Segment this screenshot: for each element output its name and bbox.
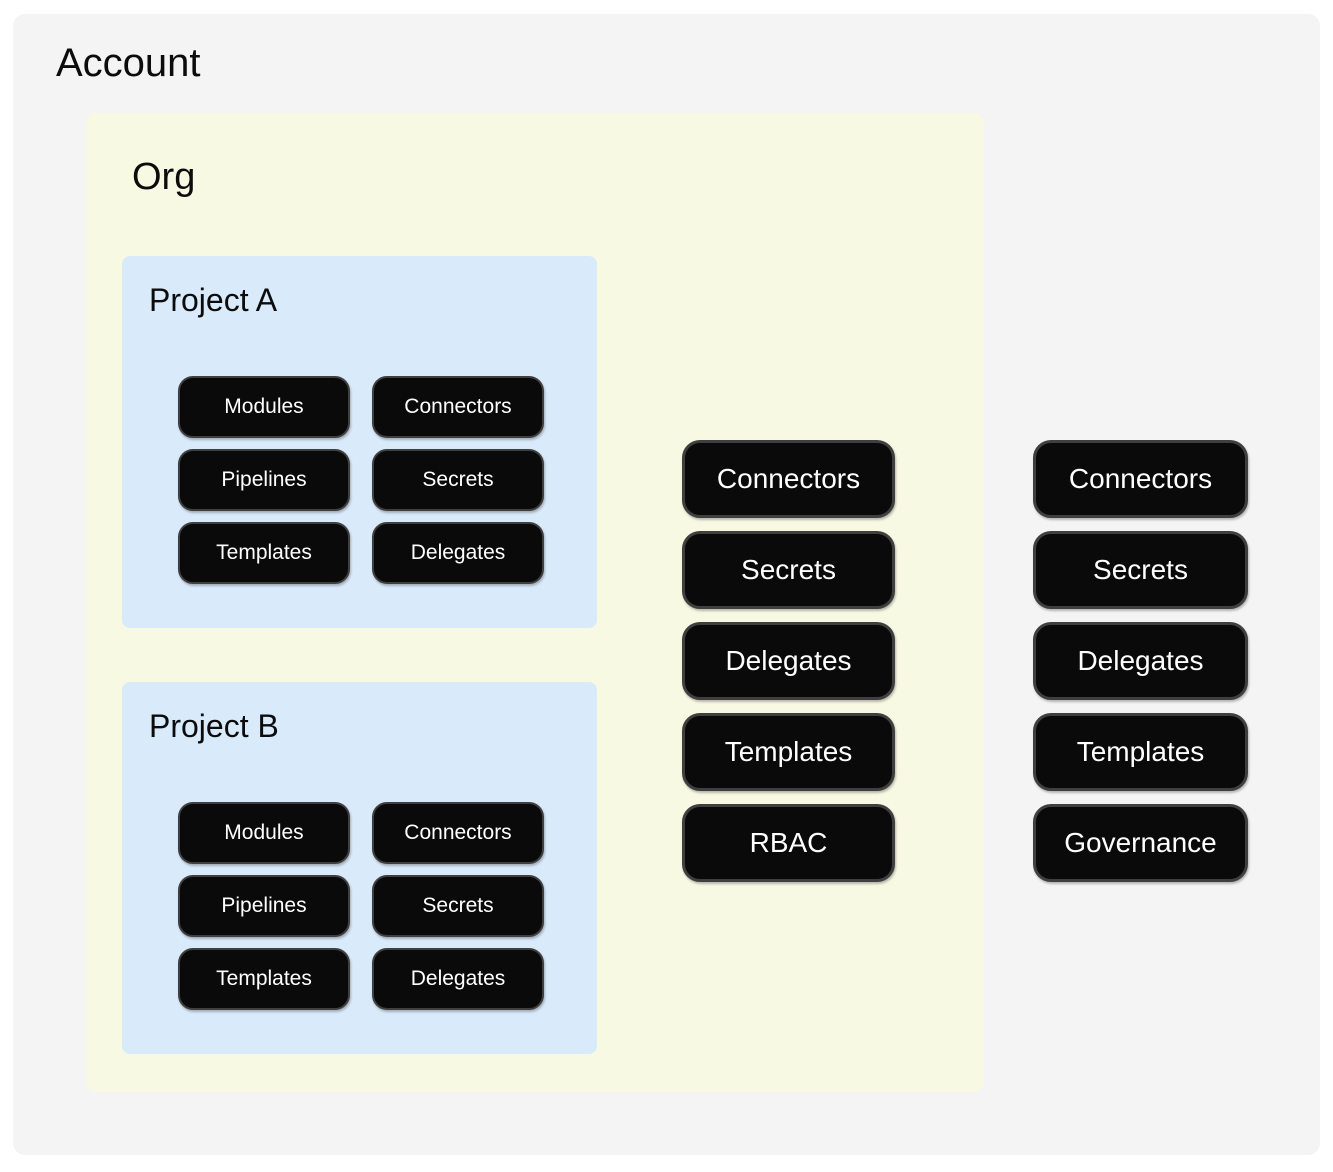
project-b-title: Project B [149,708,279,744]
org-secrets-button[interactable]: Secrets [682,531,895,609]
project-a-templates-button[interactable]: Templates [178,522,350,584]
account-delegates-button[interactable]: Delegates [1033,622,1248,700]
org-templates-button[interactable]: Templates [682,713,895,791]
account-title: Account [56,41,201,85]
account-governance-button[interactable]: Governance [1033,804,1248,882]
org-connectors-button[interactable]: Connectors [682,440,895,518]
account-connectors-button[interactable]: Connectors [1033,440,1248,518]
project-a-pipelines-button[interactable]: Pipelines [178,449,350,511]
account-secrets-button[interactable]: Secrets [1033,531,1248,609]
account-templates-button[interactable]: Templates [1033,713,1248,791]
project-b-pipelines-button[interactable]: Pipelines [178,875,350,937]
org-container: Org Project A Modules Connectors Pipelin… [86,113,984,1092]
account-container: Account Org Project A Modules Connectors… [13,14,1320,1155]
project-a-connectors-button[interactable]: Connectors [372,376,544,438]
project-a-resource-grid: Modules Connectors Pipelines Secrets Tem… [178,376,544,584]
project-a-modules-button[interactable]: Modules [178,376,350,438]
project-a-secrets-button[interactable]: Secrets [372,449,544,511]
project-a-title: Project A [149,282,278,318]
project-b-connectors-button[interactable]: Connectors [372,802,544,864]
project-b-templates-button[interactable]: Templates [178,948,350,1010]
org-delegates-button[interactable]: Delegates [682,622,895,700]
org-resource-list: Connectors Secrets Delegates Templates R… [682,440,895,882]
project-a-container: Project A Modules Connectors Pipelines S… [122,256,597,628]
org-rbac-button[interactable]: RBAC [682,804,895,882]
project-b-resource-grid: Modules Connectors Pipelines Secrets Tem… [178,802,544,1010]
project-b-container: Project B Modules Connectors Pipelines S… [122,682,597,1054]
project-b-delegates-button[interactable]: Delegates [372,948,544,1010]
account-resource-list: Connectors Secrets Delegates Templates G… [1033,440,1248,882]
org-title: Org [132,156,196,198]
project-a-delegates-button[interactable]: Delegates [372,522,544,584]
project-b-modules-button[interactable]: Modules [178,802,350,864]
project-b-secrets-button[interactable]: Secrets [372,875,544,937]
